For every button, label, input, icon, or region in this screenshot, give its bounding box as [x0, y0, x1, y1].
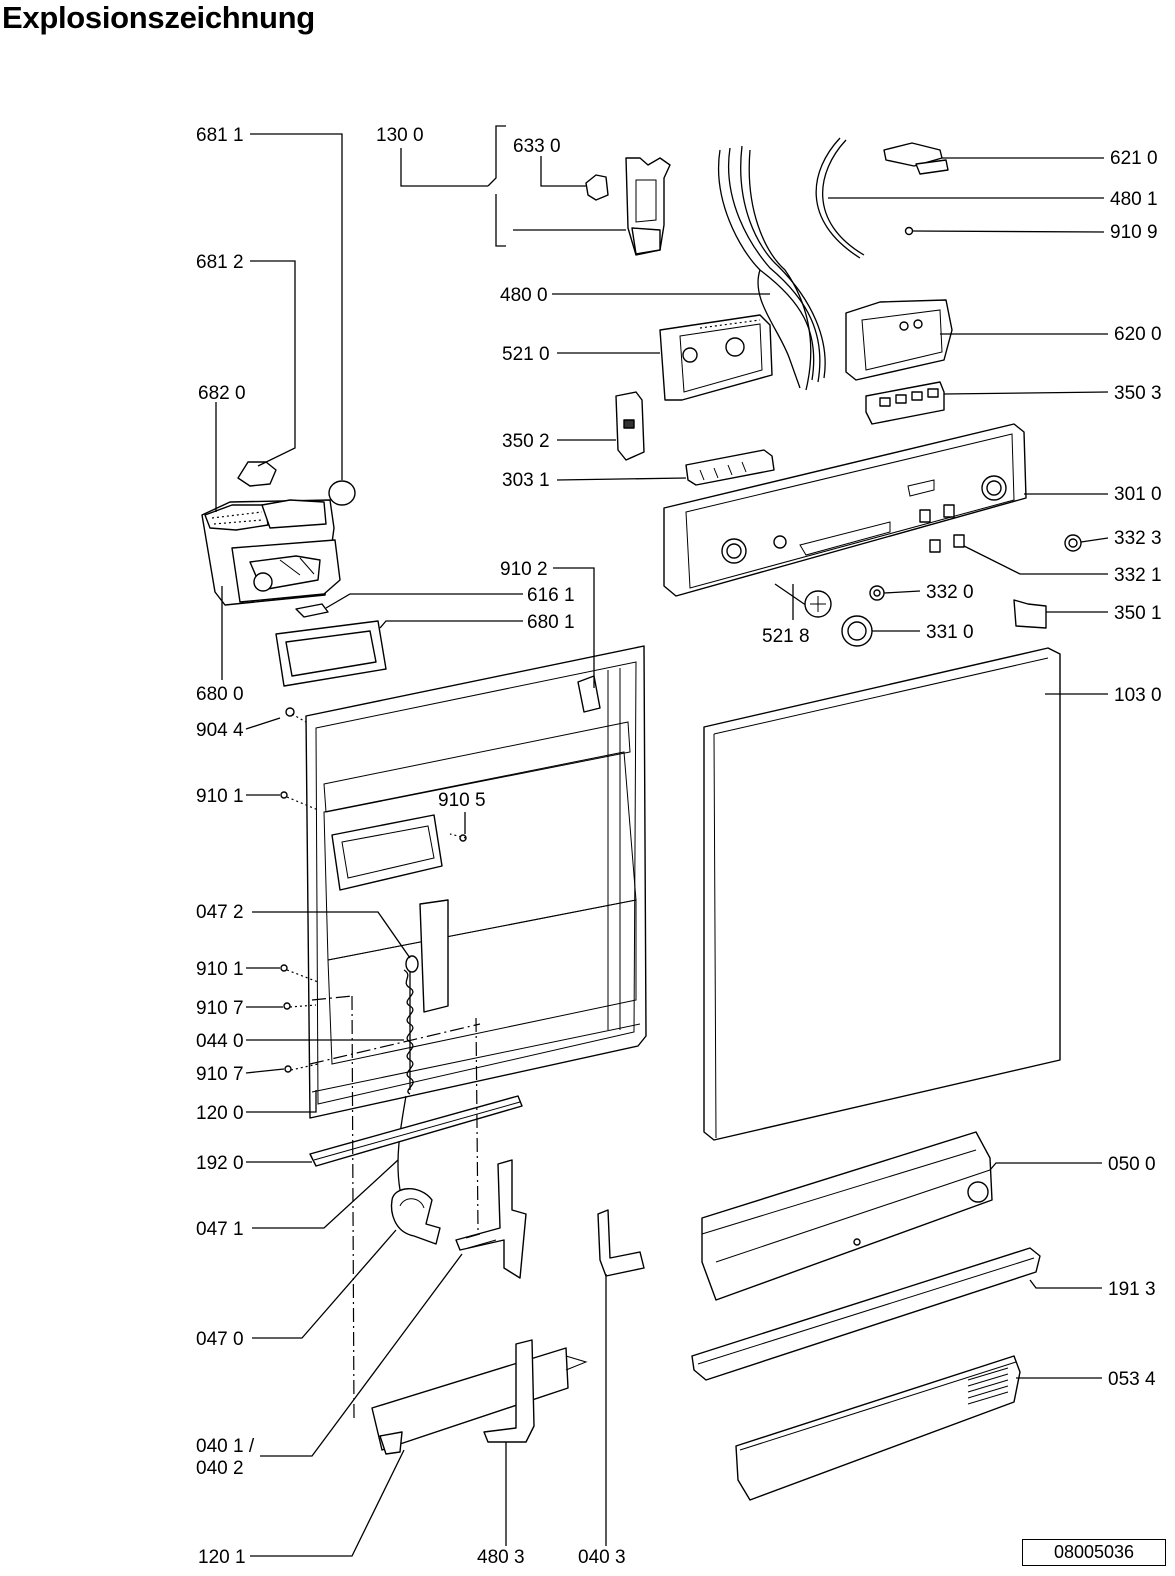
- part-3502-switch: [615, 391, 645, 461]
- label-1920: 192 0: [196, 1153, 244, 1174]
- label-1913: 191 3: [1108, 1279, 1156, 1300]
- label-0401: 040 1 /: [196, 1436, 255, 1457]
- label-0534: 053 4: [1108, 1369, 1156, 1390]
- part-1920-rail: [309, 1095, 523, 1167]
- part-3320-knob: [869, 585, 885, 601]
- label-9101b: 910 1: [196, 959, 244, 980]
- label-9107b: 910 7: [196, 1064, 244, 1085]
- part-4800-wire-harness: [718, 145, 826, 391]
- part-3010-control-panel: [663, 423, 1027, 597]
- part-1030-outer-door: [703, 647, 1061, 1141]
- label-3321: 332 1: [1114, 565, 1162, 586]
- label-5218: 521 8: [762, 626, 810, 647]
- part-6811-cap: [328, 480, 356, 506]
- page-title: Explosionszeichnung: [2, 0, 315, 35]
- part-1300-door-lock: [625, 157, 671, 256]
- label-0470: 047 0: [196, 1329, 244, 1350]
- part-1201-plate: [371, 1347, 588, 1455]
- label-9105: 910 5: [438, 790, 486, 811]
- label-6820: 682 0: [198, 383, 246, 404]
- label-3503: 350 3: [1114, 383, 1162, 404]
- label-6210: 621 0: [1110, 148, 1158, 169]
- part-3503-key-module: [865, 381, 945, 425]
- part-1913-rail: [691, 1247, 1041, 1381]
- leader-lines: [215, 125, 1109, 1557]
- label-0402: 040 2: [196, 1458, 244, 1479]
- part-6210-sensor: [883, 142, 949, 175]
- part-6330-latch: [585, 174, 609, 201]
- part-3310-ring: [841, 615, 873, 647]
- label-9044: 904 4: [196, 720, 244, 741]
- part-0401-bracket: [455, 1159, 527, 1279]
- part-6161-clip: [295, 603, 329, 618]
- part-9109-screw: [904, 226, 914, 236]
- part-0403-bracket: [597, 1209, 645, 1277]
- label-4803: 480 3: [477, 1547, 525, 1568]
- part-3031-button-strip: [685, 449, 775, 486]
- label-4801: 480 1: [1110, 189, 1158, 210]
- label-1201: 120 1: [198, 1547, 246, 1568]
- part-5210-control-board: [659, 314, 773, 401]
- label-0471: 047 1: [196, 1219, 244, 1240]
- label-3323: 332 3: [1114, 528, 1162, 549]
- label-9102: 910 2: [500, 559, 548, 580]
- label-0500: 050 0: [1108, 1154, 1156, 1175]
- part-5218-dial: [774, 583, 832, 618]
- part-0500-lower-panel: [701, 1131, 993, 1301]
- label-1030: 103 0: [1114, 685, 1162, 706]
- label-3031: 303 1: [502, 470, 550, 491]
- label-6200: 620 0: [1114, 324, 1162, 345]
- label-0472: 047 2: [196, 902, 244, 923]
- label-1200: 120 0: [196, 1103, 244, 1124]
- label-0403: 040 3: [578, 1547, 626, 1568]
- label-6812: 681 2: [196, 252, 244, 273]
- label-6811: 681 1: [196, 125, 244, 146]
- part-6200-bracket: [845, 299, 953, 381]
- label-9107a: 910 7: [196, 998, 244, 1019]
- label-6330: 633 0: [513, 136, 561, 157]
- part-3501-bracket: [1013, 599, 1047, 629]
- part-0440-spring: [403, 955, 419, 1095]
- part-6820-dispenser: [201, 499, 341, 606]
- part-labels: 681 1 130 0 633 0 621 0 480 1 910 9 681 …: [196, 125, 1162, 1568]
- label-3502: 350 2: [502, 431, 550, 452]
- label-6161: 616 1: [527, 585, 575, 606]
- label-9109: 910 9: [1110, 222, 1158, 243]
- label-9101a: 910 1: [196, 786, 244, 807]
- part-4801-wire: [815, 137, 865, 259]
- part-6812-lid: [237, 461, 277, 487]
- document-number: 08005036: [1022, 1539, 1166, 1566]
- label-0440: 044 0: [196, 1031, 244, 1052]
- label-4800: 480 0: [500, 285, 548, 306]
- part-0534-kick-plate: [735, 1355, 1021, 1501]
- label-6801: 680 1: [527, 612, 575, 633]
- label-3501: 350 1: [1114, 603, 1162, 624]
- label-3320: 332 0: [926, 582, 974, 603]
- label-5210: 521 0: [502, 344, 550, 365]
- part-4803-hook: [483, 1339, 535, 1443]
- label-3310: 331 0: [926, 622, 974, 643]
- part-screws-left: [280, 707, 467, 1073]
- label-1300: 130 0: [376, 125, 424, 146]
- part-3323-knob: [1064, 534, 1082, 552]
- part-inner-door-panel: [305, 645, 647, 1119]
- label-3010: 301 0: [1114, 484, 1162, 505]
- part-6801-gasket: [275, 620, 387, 687]
- part-0471-cable: [390, 1095, 441, 1245]
- alignment-lines: [309, 995, 481, 1419]
- label-6800: 680 0: [196, 684, 244, 705]
